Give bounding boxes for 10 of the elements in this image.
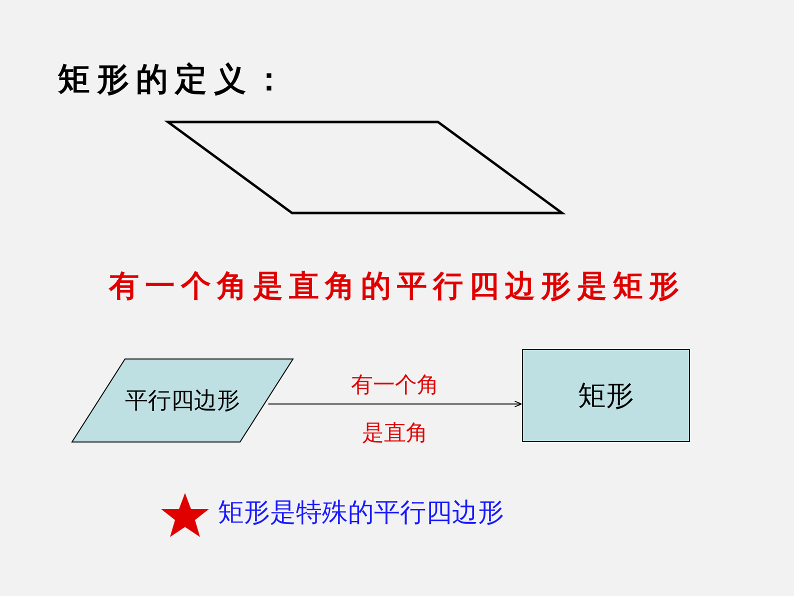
rectangle-box xyxy=(522,349,690,442)
title: 矩形的定义： xyxy=(58,59,292,100)
parallelogram-drawing xyxy=(166,120,564,215)
edge-label: 有一个角是直角 xyxy=(350,372,440,448)
arrow xyxy=(268,400,522,408)
node-label: 矩形 xyxy=(578,378,634,414)
definition-text: 有一个角是直角的平行四边形是矩形 xyxy=(108,268,686,306)
note-text: 矩形是特殊的平行四边形 xyxy=(218,497,504,530)
parallelogram-box xyxy=(72,359,293,442)
node-label: 平行四边形 xyxy=(125,387,240,416)
